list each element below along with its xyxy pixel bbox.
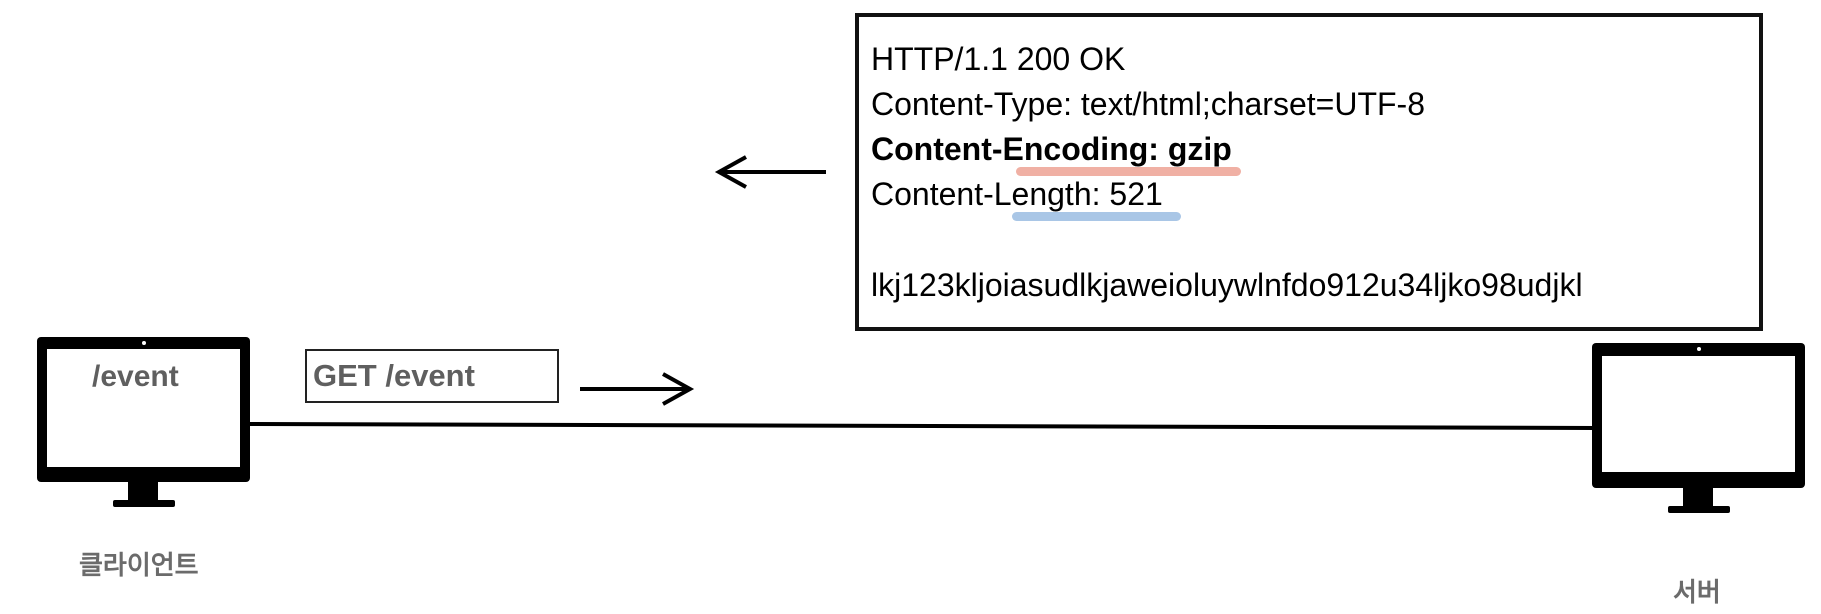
request-message-box: GET /event <box>305 349 559 403</box>
request-line: GET /event <box>313 358 475 393</box>
server-label: 서버 <box>1673 578 1721 608</box>
response-arrow <box>714 155 826 189</box>
response-body: lkj123kljoiasudlkjaweioluywlnfdo912u34lj… <box>871 267 1583 303</box>
content-length-highlight <box>1012 212 1181 221</box>
server-monitor-icon <box>1592 343 1807 518</box>
content-length-header: Content-Length: 521 <box>871 176 1163 212</box>
request-arrow <box>580 372 695 406</box>
client-monitor-icon <box>37 337 252 512</box>
client-label: 클라이언트 <box>79 551 199 581</box>
status-line: HTTP/1.1 200 OK <box>871 41 1126 77</box>
connection-line <box>249 422 1596 430</box>
content-type-header: Content-Type: text/html;charset=UTF-8 <box>871 86 1425 122</box>
response-message-box: HTTP/1.1 200 OK Content-Type: text/html;… <box>855 13 1763 331</box>
content-encoding-header: Content-Encoding: gzip <box>871 131 1232 167</box>
client-screen-path: /event <box>92 360 179 393</box>
content-encoding-highlight <box>1016 167 1241 176</box>
